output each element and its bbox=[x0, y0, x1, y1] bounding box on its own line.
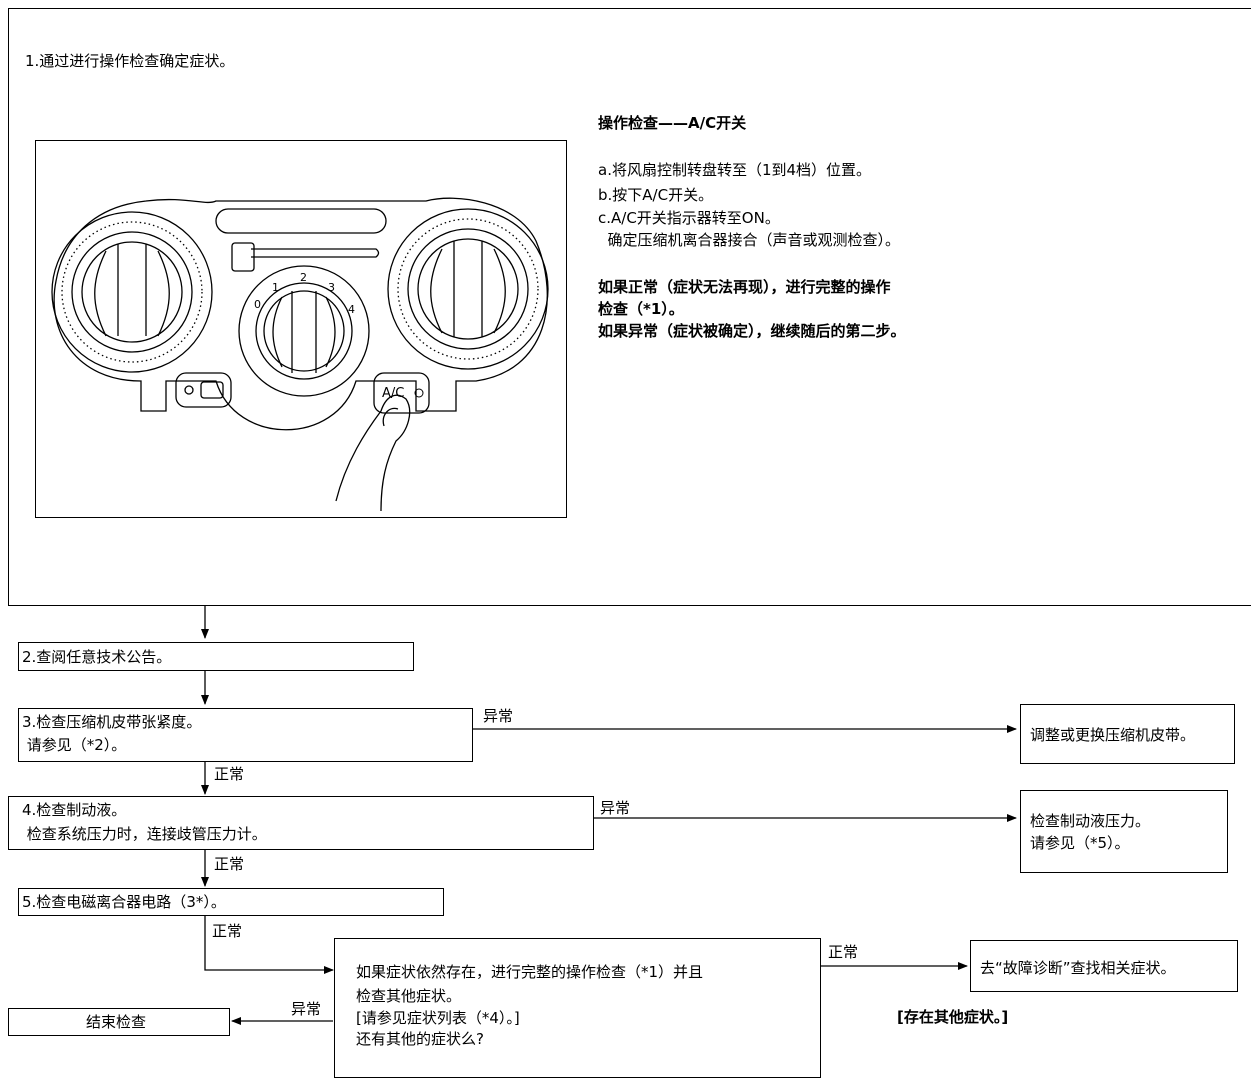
svg-text:2: 2 bbox=[300, 271, 307, 284]
op-step-c: c.A/C开关指示器转至ON。 bbox=[598, 209, 780, 227]
end-check-box bbox=[8, 1008, 230, 1036]
step5-text: 5.检查电磁离合器电路（3*）。 bbox=[22, 893, 226, 911]
end-check-text: 结束检查 bbox=[86, 1013, 147, 1031]
svg-text:0: 0 bbox=[254, 298, 261, 311]
step4-normal-label: 正常 bbox=[214, 855, 245, 873]
arrow-5-to-final bbox=[204, 915, 334, 974]
result-line-3: 如果异常（症状被确定），继续随后的第二步。 bbox=[598, 322, 906, 340]
step3-normal-label: 正常 bbox=[214, 765, 245, 783]
final-question-box bbox=[334, 938, 821, 1078]
step5-normal-label: 正常 bbox=[212, 922, 243, 940]
step4-action-line-1: 检查制动液压力。 bbox=[1030, 812, 1151, 830]
step4-abnormal-label: 异常 bbox=[600, 799, 631, 817]
temp-slider bbox=[251, 248, 380, 258]
step3-line-1: 3.检查压缩机皮带张紧度。 bbox=[22, 713, 202, 731]
rear-defrost-button bbox=[175, 372, 232, 408]
step3-action-text: 调整或更换压缩机皮带。 bbox=[1030, 726, 1196, 744]
final-line-3: [请参见症状列表（*4）。] bbox=[356, 1009, 520, 1027]
result-line-1: 如果正常（症状无法再现），进行完整的操作 bbox=[598, 278, 891, 296]
final-line-2: 检查其他症状。 bbox=[356, 987, 462, 1005]
step3-action-box bbox=[1020, 704, 1235, 764]
step3-line-2: 请参见（*2）。 bbox=[22, 736, 127, 754]
step4-box bbox=[8, 796, 594, 850]
step2-text: 2.查阅任意技术公告。 bbox=[22, 648, 172, 666]
svg-text:A/C: A/C bbox=[382, 386, 404, 401]
op-step-c2: 确定压缩机离合器接合（声音或观测检查）。 bbox=[598, 231, 901, 249]
goto-diagnosis-box bbox=[970, 940, 1238, 992]
svg-text:4: 4 bbox=[348, 303, 355, 316]
step4-action-line-2: 请参见（*5）。 bbox=[1030, 834, 1130, 852]
fresh-air-button bbox=[215, 208, 387, 234]
step2-box bbox=[18, 642, 414, 671]
final-normal-label: 正常 bbox=[828, 943, 859, 961]
step4-line-1: 4.检查制动液。 bbox=[22, 801, 127, 819]
step3-abnormal-label: 异常 bbox=[483, 707, 514, 725]
step4-line-2: 检查系统压力时，连接歧管压力计。 bbox=[22, 825, 267, 843]
finger bbox=[335, 394, 411, 512]
step5-box bbox=[18, 888, 444, 916]
ac-panel-illustration: 0 1 2 3 4 A/C bbox=[35, 140, 567, 518]
left-mode-dial bbox=[51, 211, 213, 373]
goto-diagnosis-text: 去“故障诊断”查找相关症状。 bbox=[980, 959, 1176, 977]
op-step-a: a.将风扇控制转盘转至（1到4档）位置。 bbox=[598, 161, 872, 179]
ac-button bbox=[373, 372, 430, 414]
final-line-1: 如果症状依然存在，进行完整的操作检查（*1）并且 bbox=[356, 963, 704, 981]
op-step-b: b.按下A/C开关。 bbox=[598, 186, 714, 204]
svg-text:3: 3 bbox=[328, 281, 335, 294]
final-abnormal-label: 异常 bbox=[291, 1000, 322, 1018]
fan-speed-dial bbox=[238, 265, 370, 397]
result-line-2: 检查（*1）。 bbox=[598, 300, 684, 318]
final-line-4: 还有其他的症状么? bbox=[356, 1030, 484, 1048]
step4-action-box bbox=[1020, 790, 1228, 873]
op-check-heading: 操作检查——A/C开关 bbox=[598, 114, 747, 132]
other-symptoms-note: [存在其他症状。] bbox=[897, 1008, 1009, 1026]
step1-title: 1.通过进行操作检查确定症状。 bbox=[25, 52, 235, 70]
panel-housing bbox=[53, 197, 548, 431]
svg-text:1: 1 bbox=[272, 281, 279, 294]
step3-box bbox=[18, 708, 473, 762]
right-temp-dial bbox=[387, 208, 549, 370]
